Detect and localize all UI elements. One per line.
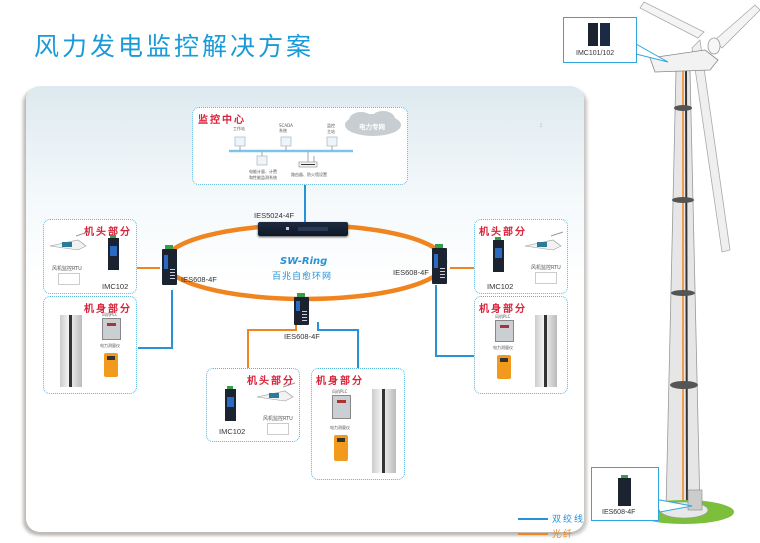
plc-icon [332,395,351,419]
ring-subtitle: 百兆自愈环网 [272,272,333,282]
platform [671,290,695,296]
router-icon [298,151,318,168]
right-switch-label: IES608-4F [393,268,429,277]
platform [674,105,692,111]
right-body-box: 机身部分 风机PLC 电力测量仪 [474,296,568,394]
bottom-switch-icon [294,293,309,325]
rtu-label: 风机监控RTU [531,265,561,271]
left-twisted-line [138,290,173,349]
nacelle [649,49,719,73]
cloud-icon [345,111,401,136]
plc-label: 风机PLC [102,312,118,317]
bottom-twisted-line [317,322,359,368]
right-head-title: 机头部分 [479,227,527,238]
blade [639,1,705,39]
meter-icon [104,353,118,377]
right-head-box: 机头部分 IMC102 风机监控RTU [474,219,568,294]
converter-icon [493,237,504,272]
node-master: 监控 主站 [327,123,335,134]
core-switch-label: IES5024-4F [254,211,295,220]
blade [691,39,731,253]
monitor-icon [280,136,292,151]
meter-label: 电力测量仪 [330,425,350,430]
bottom-body-title: 机身部分 [316,376,364,387]
rtu-icon [267,423,289,435]
cloud-label: 电力专网 [359,123,385,131]
base-callout-label: IES608-4F [602,509,636,516]
plc-icon [102,318,121,340]
tower-section-icon [60,315,82,387]
bottom-fiber-line [247,322,297,368]
monitor-icon [326,136,338,151]
converter-label: IMC102 [219,427,246,436]
platform [670,381,698,389]
meter-label: 电力测量仪 [100,343,120,348]
right-twisted-line [435,285,474,357]
core-switch-icon [258,222,348,236]
left-head-box: 机头部分 风机监控RTU IMC102 [43,219,137,294]
bottom-head-box: 机头部分 IMC102 风机监控RTU [206,368,300,442]
legend-fiber-label: 光纤 [552,530,575,540]
ring-name: SW-Ring [280,256,328,267]
left-body-box: 机身部分 风机PLC 电力测量仪 [43,296,137,394]
page-title: 风力发电监控解决方案 [34,32,315,61]
converter-icon [600,23,610,46]
rtu-label: 风机监控RTU [263,416,293,422]
bottom-head-title: 机头部分 [247,376,295,387]
rtu-icon [535,272,557,284]
panel-dots: : [540,122,543,129]
left-body-title: 机身部分 [84,304,132,315]
nacelle-callout: IMC101/102 [563,17,637,63]
converter-icon [108,235,119,270]
hub [707,37,721,55]
tower-section-icon [535,315,557,387]
nacelle-icon [256,382,296,402]
tower-section-icon [372,389,396,473]
monitor-icon [256,151,268,166]
plc-icon [495,320,514,342]
platform [672,197,694,203]
control-center-box: 监控中心 工作站 SCADA 系统 监控 主站 电能计量、计费 和性能监测系统 … [192,107,408,185]
rtu-icon [58,273,80,285]
converter-icon [588,23,598,46]
rtu-label: 风机监控RTU [52,266,82,272]
converter-label: IMC102 [487,282,514,291]
node-scada: SCADA 系统 [279,123,293,133]
legend-twisted-pair-label: 双绞线 [552,515,586,525]
nacelle-icon [524,231,564,251]
base-callout: IES608-4F [591,467,659,521]
plc-label: 风机PLC [332,389,348,394]
nacelle-icon [49,231,89,251]
switch-icon [618,475,631,506]
node-metering: 电能计量、计费 和性能监测系统 [249,169,277,180]
meter-icon [334,435,348,461]
plc-label: 风机PLC [495,314,511,319]
node-workstation: 工作站 [233,126,245,131]
control-center-title: 监控中心 [198,115,246,126]
tower-cable [685,69,688,511]
converter-label: IMC102 [102,282,129,291]
cabinet [687,489,703,511]
node-router: 路由器、防火墙设置 [291,172,327,177]
right-switch-icon [432,244,447,284]
nacelle-callout-label: IMC101/102 [576,50,615,57]
left-switch-icon [162,245,177,285]
control-center-graphic [229,111,401,168]
meter-icon [497,355,511,379]
wind-turbine-illustration [634,1,760,524]
legend-twisted-pair-line [518,518,548,520]
right-body-title: 机身部分 [479,304,527,315]
monitor-icon [234,136,246,151]
bottom-body-box: 机身部分 风机PLC 电力测量仪 [311,368,405,480]
bottom-switch-label: IES608-4F [284,332,320,341]
meter-label: 电力测量仪 [493,345,513,350]
left-head-title: 机头部分 [84,227,132,238]
converter-icon [225,386,236,421]
legend-fiber-line [518,533,548,535]
left-switch-label: IES608-4F [181,275,217,284]
